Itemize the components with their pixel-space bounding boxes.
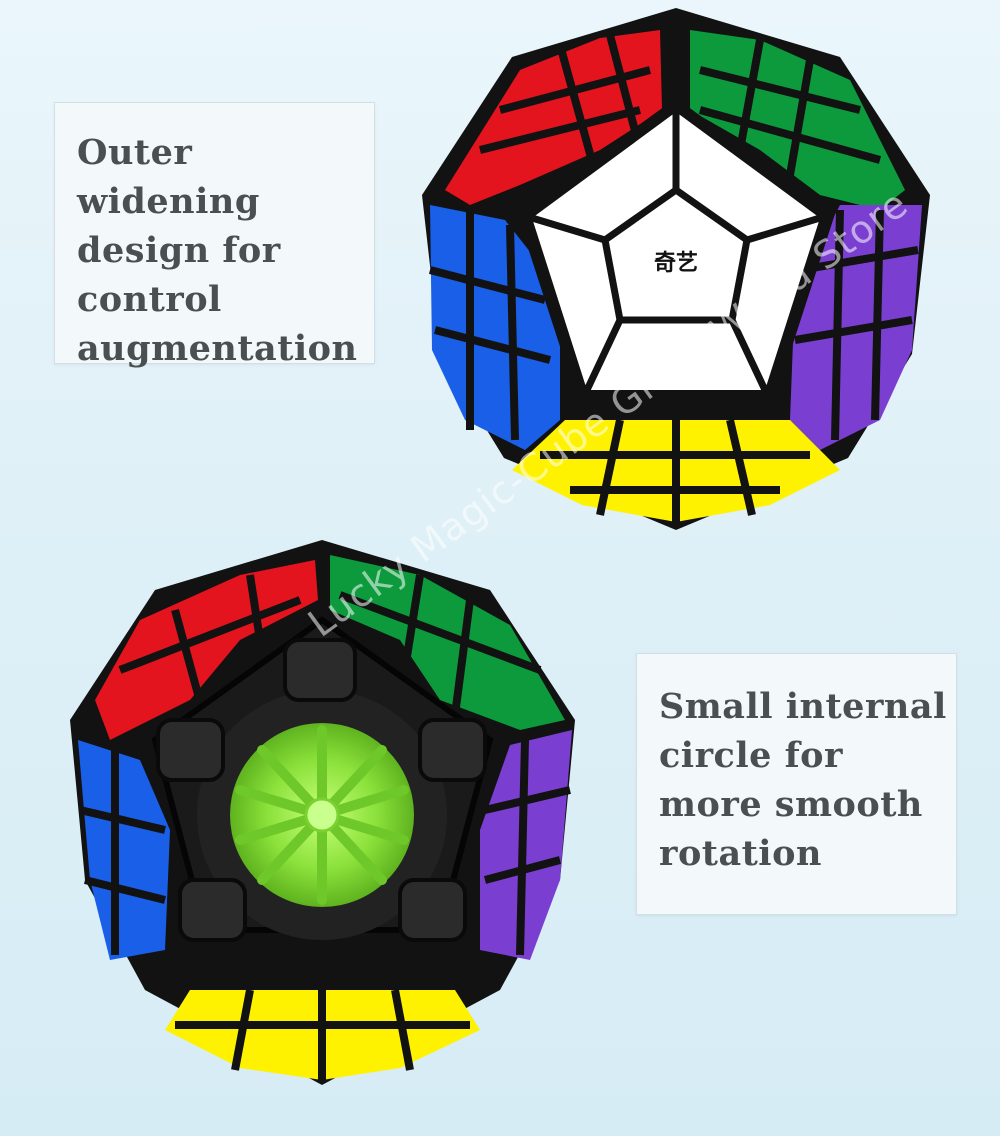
green-face: [690, 30, 905, 210]
callout-line: augmentation: [77, 328, 358, 369]
callout-line: design for: [77, 230, 281, 271]
callout-line: control: [77, 279, 222, 320]
store-watermark: Lucky Magic-Cube Great World Store: [300, 181, 917, 646]
brand-logo-icon: 奇艺: [654, 250, 698, 276]
blue-side: [78, 740, 170, 960]
yellow-bottom: [165, 989, 480, 1080]
purple-side: [480, 730, 572, 960]
megaminx-assembled-icon: 奇艺: [422, 8, 930, 530]
callout-line: Outer widening: [77, 132, 260, 222]
internal-circle-callout: Small internal circle for more smooth ro…: [636, 653, 957, 915]
callout-line: rotation: [659, 833, 822, 874]
blue-face: [428, 205, 560, 450]
callout-line: circle for: [659, 735, 843, 776]
internal-mechanism: [151, 616, 494, 942]
red-corner: [95, 560, 318, 740]
core-icon: [230, 723, 414, 907]
outer-widening-callout: Outer widening design for control augmen…: [54, 102, 375, 369]
callout-line: more smooth: [659, 784, 923, 825]
callout-line: Small internal: [659, 686, 947, 727]
red-face: [445, 30, 662, 205]
